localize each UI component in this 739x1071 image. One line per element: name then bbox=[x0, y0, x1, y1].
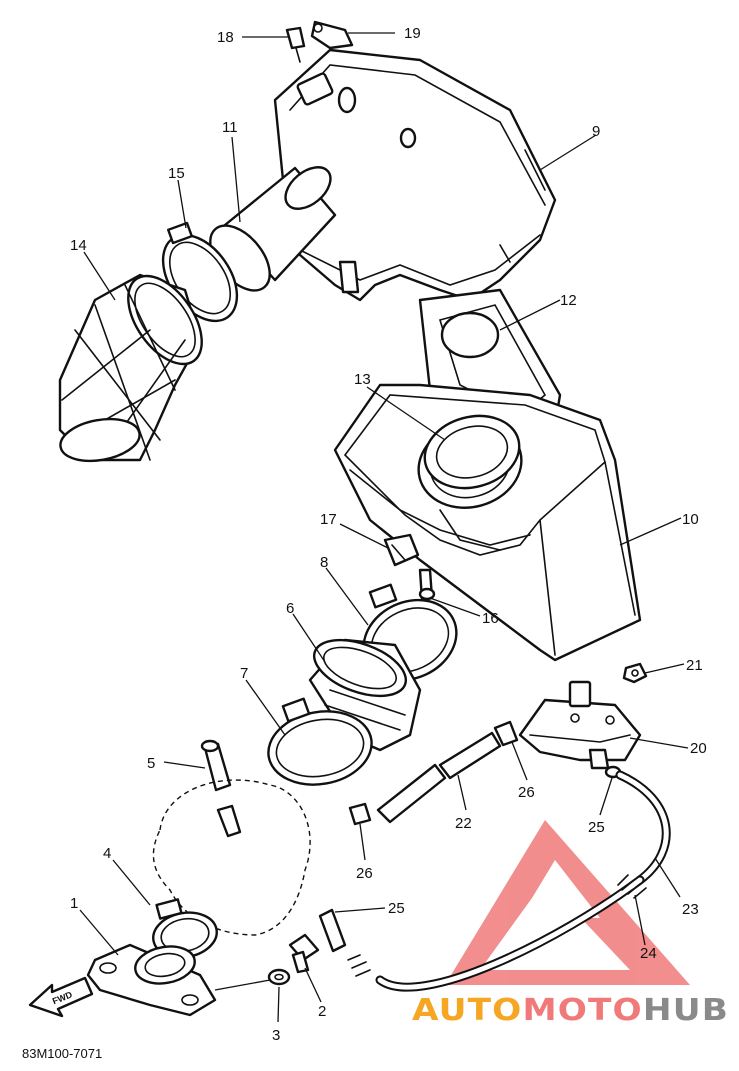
carburetor-outline-dashed bbox=[152, 779, 311, 936]
bolt-2 bbox=[288, 933, 320, 974]
callout-12: 12 bbox=[560, 292, 577, 309]
clamp-19 bbox=[310, 20, 354, 50]
fwd-arrow-icon bbox=[28, 976, 94, 1018]
intake-manifold-flange bbox=[86, 943, 217, 1017]
callout-5: 5 bbox=[147, 755, 155, 772]
callout-11: 11 bbox=[222, 119, 238, 136]
callout-22: 22 bbox=[455, 815, 472, 832]
washer-3 bbox=[267, 968, 291, 986]
callout-10: 10 bbox=[682, 511, 699, 528]
hose-22 bbox=[376, 731, 502, 824]
leader-lines bbox=[79, 32, 689, 1023]
callout-8: 8 bbox=[320, 554, 328, 571]
callout-17: 17 bbox=[320, 511, 337, 528]
spring-24 bbox=[617, 874, 647, 899]
watermark-logo-triangle bbox=[445, 820, 690, 985]
intake-joint-bellow bbox=[58, 273, 203, 463]
callout-3: 3 bbox=[272, 1027, 280, 1044]
callout-16: 16 bbox=[482, 610, 499, 627]
watermark-hub: HUB bbox=[643, 993, 729, 1028]
callout-24: 24 bbox=[640, 945, 657, 962]
bolt-18 bbox=[285, 26, 306, 63]
watermark-auto: AUTO bbox=[412, 993, 522, 1028]
air-filter-case-cover bbox=[273, 48, 557, 302]
callout-26-upper: 26 bbox=[518, 784, 535, 801]
bracket-17 bbox=[383, 533, 420, 567]
callout-9: 9 bbox=[592, 123, 600, 140]
diagram-part-code: 83M100-7071 bbox=[22, 1046, 102, 1061]
callout-6: 6 bbox=[286, 600, 294, 617]
callout-13: 13 bbox=[354, 371, 371, 388]
nut-21 bbox=[622, 662, 648, 684]
screw-16 bbox=[418, 568, 436, 602]
callout-23: 23 bbox=[682, 901, 699, 918]
clip-26-upper bbox=[493, 720, 519, 747]
fuel-hose-23 bbox=[375, 770, 671, 992]
clip-26-lower bbox=[348, 802, 372, 826]
callout-2: 2 bbox=[318, 1003, 326, 1020]
callout-18: 18 bbox=[217, 29, 234, 46]
fuel-pump bbox=[518, 680, 642, 770]
callout-26-lower: 26 bbox=[356, 865, 373, 882]
callout-21: 21 bbox=[686, 657, 703, 674]
callout-25-upper: 25 bbox=[588, 819, 605, 836]
callout-15: 15 bbox=[168, 165, 185, 182]
callout-1: 1 bbox=[70, 895, 78, 912]
seal-ring-13 bbox=[423, 414, 521, 490]
callout-7: 7 bbox=[240, 665, 248, 682]
hose-fitting-25-lower bbox=[318, 908, 371, 977]
callout-19: 19 bbox=[404, 25, 421, 42]
callout-20: 20 bbox=[690, 740, 707, 757]
callout-25-lower: 25 bbox=[388, 900, 405, 917]
watermark-moto: MOTO bbox=[522, 993, 642, 1028]
pipe-5 bbox=[200, 739, 242, 838]
callout-14: 14 bbox=[70, 237, 87, 254]
callout-4: 4 bbox=[103, 845, 111, 862]
hose-clamp-7 bbox=[267, 697, 373, 786]
